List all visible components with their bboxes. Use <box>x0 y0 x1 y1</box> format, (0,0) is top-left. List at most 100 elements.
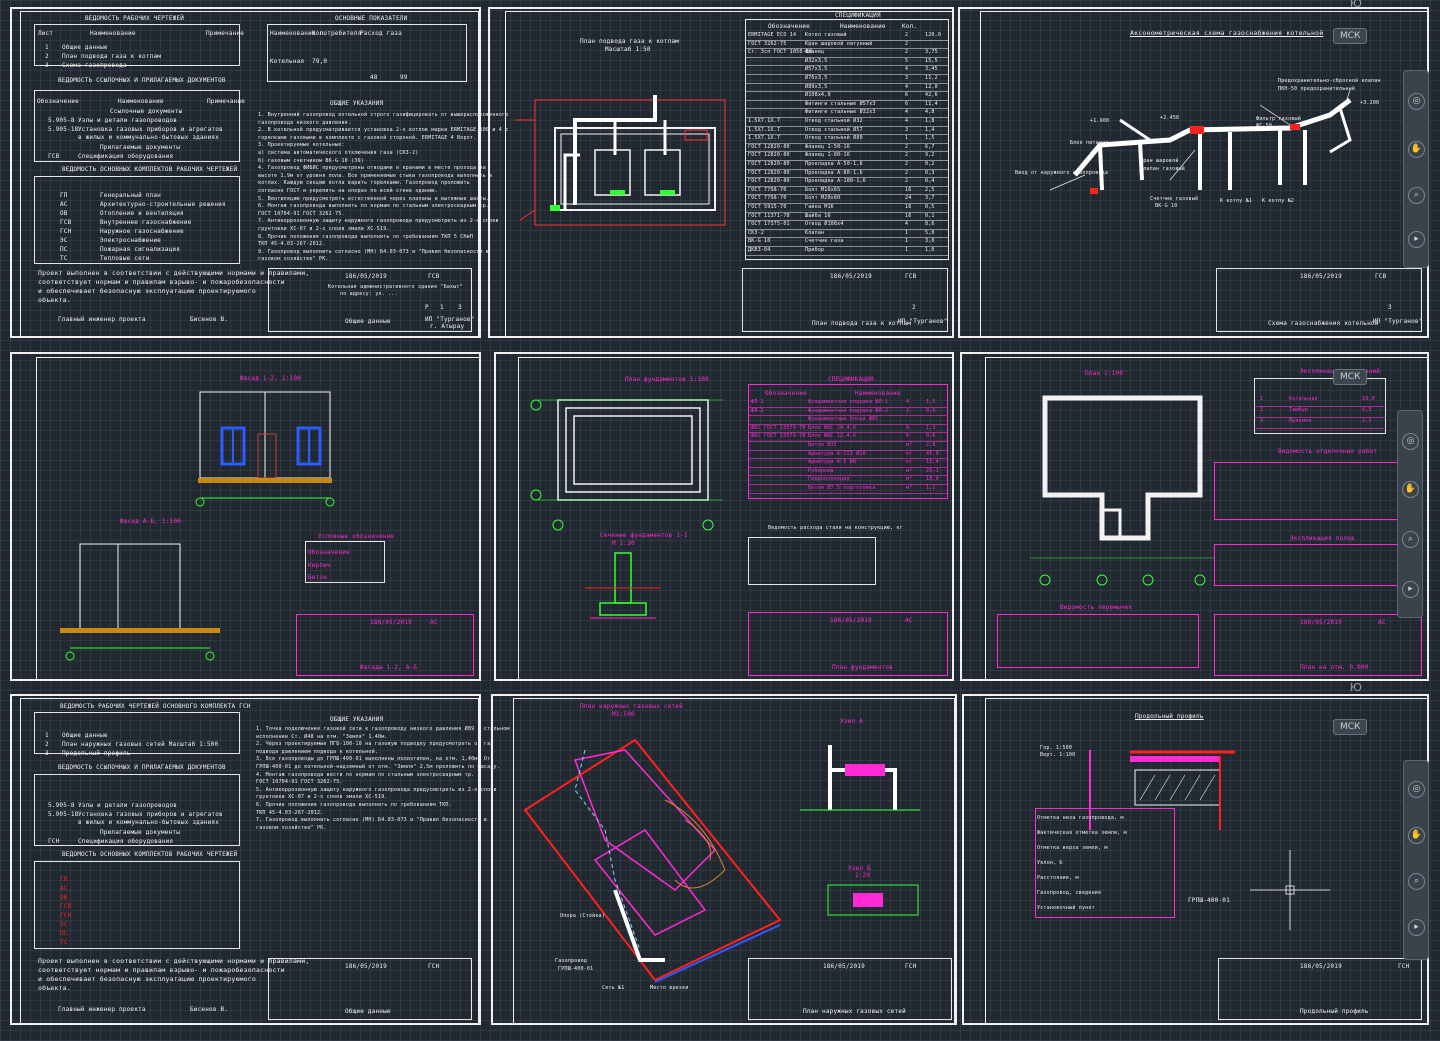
s1-ukaz-line: 2. В котельной предусматривается установ… <box>258 127 509 134</box>
s1-vedomost-table <box>34 24 240 66</box>
pan-icon[interactable]: ✋ <box>1408 827 1425 844</box>
pan-icon[interactable]: ✋ <box>1402 481 1419 498</box>
pan-icon[interactable]: ✋ <box>1408 141 1425 158</box>
s2-spec-rows-cell: СКЗ-2 <box>748 229 765 236</box>
viewcube-glyph-mid[interactable]: Ю <box>1350 681 1363 694</box>
s5-spec-rows-cell: Фундаментная подушка ФЛ-1 <box>808 399 889 405</box>
s3-dim-1: +3.200 <box>1360 100 1380 106</box>
zoom-icon[interactable]: ⌕ <box>1408 187 1425 204</box>
s5-foundation-plan <box>530 399 723 531</box>
s1-stamp-obj: Котельная административного здания "Бахы… <box>328 284 463 290</box>
s2-spec-rows-cell: 24 <box>905 195 912 202</box>
s2-spec-rows-rule <box>745 39 949 41</box>
s3-label-12: Блок питания <box>1070 140 1109 146</box>
s2-spec-rows-cell: Ø89х3,5 <box>805 83 828 90</box>
ucs-msk-label-top[interactable]: МСК <box>1333 28 1368 44</box>
s1-ukaz-line: газопровода низкого давления. <box>258 119 352 126</box>
s5-spec-rows-cell: ФЛ-2 <box>751 407 764 414</box>
sheet-1-general-data[interactable] <box>10 7 481 338</box>
s6-expl-rows-cell: 18,0 <box>1362 396 1375 402</box>
s2-stamp-code: 186/05/2019 <box>830 273 872 280</box>
s1-pk-val3: 99 <box>400 74 408 81</box>
s8-site-plan <box>523 738 782 983</box>
s1-mark-4-name: Внутреннее газоснабжение <box>100 219 192 226</box>
showmotion-icon[interactable]: ▸ <box>1408 231 1425 248</box>
s2-spec-rows-cell: 2 <box>905 32 909 38</box>
s2-spec-rows-rule <box>745 151 949 153</box>
orbit-icon[interactable]: ◎ <box>1408 93 1425 110</box>
zoom-icon[interactable]: ⌕ <box>1402 531 1419 548</box>
sheet-6-floor-plan[interactable] <box>960 352 1429 681</box>
s2-spec-rows-rule <box>745 91 949 93</box>
s2-spec-rows-rule <box>745 211 949 213</box>
s5-spec-rows-cell: кг <box>906 459 913 466</box>
s2-spec-rows-cell: 1.5Х7.1Х.7 <box>748 126 781 133</box>
s9-grpsh: ГРПШ-400-01 <box>1188 897 1230 904</box>
s2-spec-rows-cell: ГОСТ 12820-80 <box>748 169 790 176</box>
ucs-msk-label-bottom[interactable]: МСК <box>1333 719 1368 735</box>
s6-expl-rows-cell: 2,1 <box>1362 418 1372 424</box>
sheet-4-facades[interactable] <box>10 352 481 681</box>
sheet-2-gas-plan[interactable] <box>488 7 954 338</box>
s2-spec-rows-cell: Шайба 16 <box>805 212 831 219</box>
s2-spec-rows-cell: 3 <box>905 75 909 81</box>
s5-spec-rows-cell: 1,2 <box>926 485 936 491</box>
s2-spec-rows-cell: 2 <box>905 169 909 176</box>
s1-note-4: объекта. <box>38 296 71 304</box>
showmotion-icon[interactable]: ▸ <box>1402 581 1419 598</box>
s1-ukaz-line: согласно ГОСТ и укрепить на опорах по вс… <box>258 188 438 194</box>
s7-marks-line: ТС <box>60 939 68 946</box>
s2-spec-rows-cell: Счетчик газа <box>805 238 844 245</box>
s1-ref-sub: Ссылочные документы <box>110 108 183 115</box>
s2-spec-title: СПЕЦИФИКАЦИЯ <box>835 12 881 19</box>
s7-ref-5-code: ГСН <box>48 838 60 845</box>
s7-ref-2-code: 5.905-18 <box>48 811 79 818</box>
s2-spec-rows-cell: 1,8 <box>925 118 935 124</box>
s7-ukaz-line: 2. Через проектируемые ПГБ-100-10 на газ… <box>256 741 494 748</box>
s5-spec-rows-rule <box>748 449 948 451</box>
viewcube-glyph-top[interactable]: Ю <box>1350 0 1363 10</box>
s7-marks-line: ОВ <box>60 894 68 901</box>
orbit-icon[interactable]: ◎ <box>1408 781 1425 798</box>
s5-spec-rows-cell: ФБС ГОСТ 13579-78 <box>751 433 806 440</box>
showmotion-icon[interactable]: ▸ <box>1408 919 1425 936</box>
s2-stamp-mark: ГСВ <box>905 273 917 280</box>
s2-spec-rows-rule <box>745 228 949 230</box>
sheet-8-outdoor-network[interactable] <box>491 694 957 1025</box>
sheet-4-inner-frame <box>36 357 480 680</box>
navigation-bar-top[interactable]: ◎ ✋ ⌕ ▸ <box>1403 70 1429 268</box>
s6-stamp-mark: АС <box>1378 619 1386 626</box>
ucs-msk-label-mid[interactable]: МСК <box>1333 369 1368 385</box>
s9-rows-line: Расстояние, м <box>1037 875 1079 881</box>
s5-vedom-title: Ведомость расхода стали на конструкцию, … <box>768 525 903 531</box>
s5-spec-rows-cell: 2 <box>906 407 910 414</box>
orbit-icon[interactable]: ◎ <box>1402 433 1419 450</box>
s7-marks-line: ПС <box>60 930 68 937</box>
sheet-6-inner-frame <box>985 357 1428 680</box>
s2-spec-rows-cell: Фланец <box>805 49 825 56</box>
s2-spec-rows-cell: 120,0 <box>925 32 942 38</box>
sheet-7-gsn-general[interactable] <box>10 694 481 1025</box>
s5-spec-rows-cell: м³ <box>906 442 913 448</box>
s9-stamp-name: Продольный профиль <box>1300 1008 1369 1015</box>
s8-label-5: Сеть №1 <box>602 985 625 991</box>
s2-spec-rows-cell: 2 <box>905 161 909 167</box>
s9-rows-line: Отметка низа газопровода, м <box>1037 815 1124 821</box>
s2-spec-rows-cell: Фитинги стальные Ø57х3 <box>805 100 876 107</box>
s2-spec-rows-cell: ГОСТ 12820-80 <box>748 143 790 150</box>
s6-expl-rows-rule <box>1254 417 1386 418</box>
s9-profile-table <box>1035 808 1175 918</box>
s6-ved1-title: Ведомость отделочных работ <box>1278 448 1378 455</box>
s1-ukaz-line: горелками газовыми в комплекте с газовой… <box>258 134 477 141</box>
s5-spec-rows-rule <box>748 415 948 417</box>
s7-ukaz-line: подвода давлением подвода к котельной. <box>256 748 378 755</box>
s7-ref-3-name: в жилых и коммунально-бытовых зданиях <box>78 819 220 826</box>
s2-spec-rows-cell: 0,3 <box>925 169 935 176</box>
s3-label-5: Ввод от наружного газопровода <box>1015 170 1109 176</box>
s2-spec-rows-cell: 3,7 <box>925 195 935 202</box>
s1-marks-title: ВЕДОМОСТЬ ОСНОВНЫХ КОМПЛЕКТОВ РАБОЧИХ ЧЕ… <box>62 166 238 173</box>
s2-spec-rows-cell: 4 <box>905 66 909 73</box>
navigation-bar-bottom[interactable]: ◎ ✋ ⌕ ▸ <box>1403 760 1429 960</box>
navigation-bar-mid[interactable]: ◎ ✋ ⌕ ▸ <box>1397 410 1423 618</box>
zoom-icon[interactable]: ⌕ <box>1408 873 1425 890</box>
